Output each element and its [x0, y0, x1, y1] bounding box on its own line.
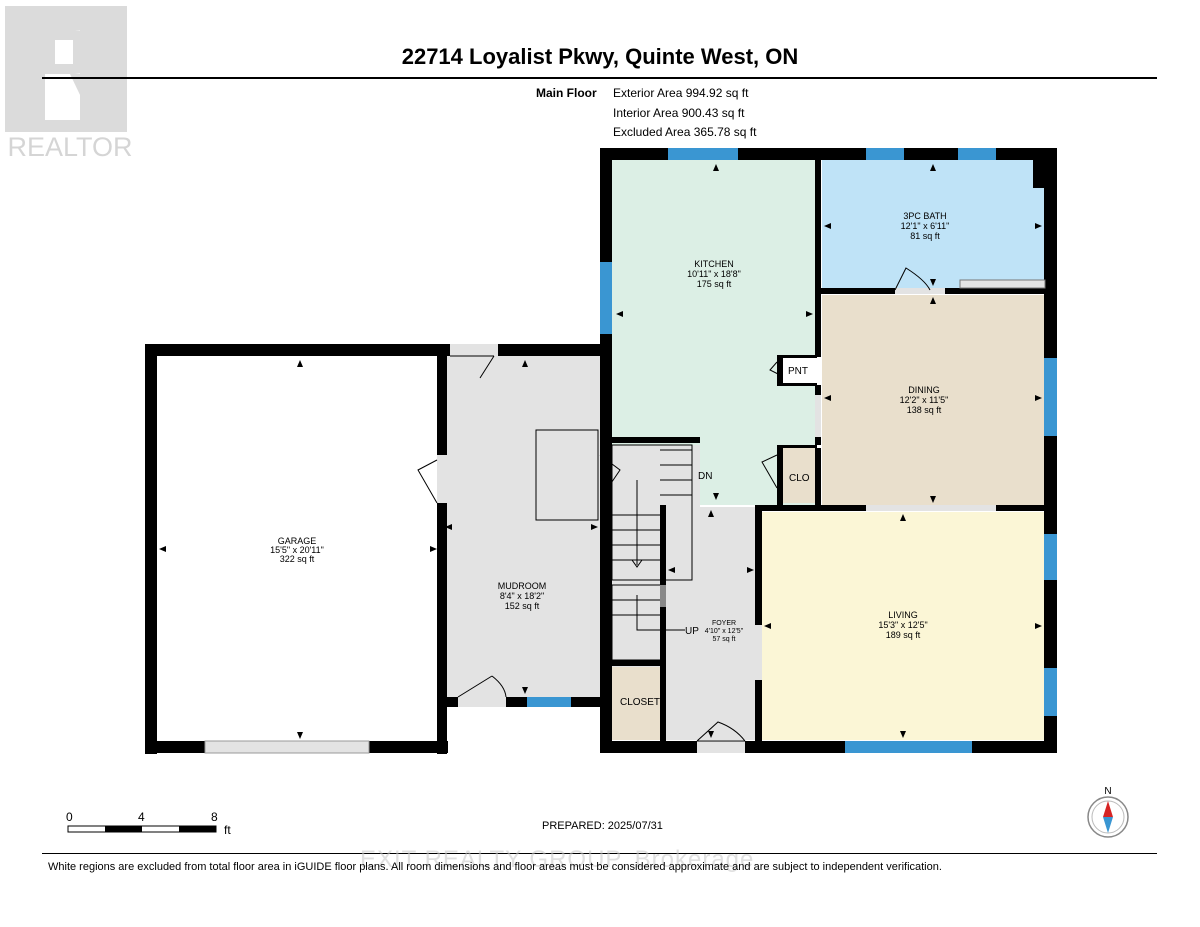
room-dims: 12'2" x 11'5"	[900, 395, 949, 405]
title-divider	[42, 77, 1157, 79]
room-name: 3PC BATH	[903, 211, 946, 221]
doorway	[866, 505, 996, 511]
room-label-bath: 3PC BATH 12'1" x 6'11" 81 sq ft	[901, 211, 950, 241]
room-dims: 12'1" x 6'11"	[901, 221, 950, 231]
room-dims: 10'11" x 18'8"	[687, 269, 741, 279]
room-area: 322 sq ft	[280, 554, 315, 564]
compass-north-label: N	[1104, 786, 1111, 797]
room-label-kitchen: KITCHEN 10'11" x 18'8" 175 sq ft	[687, 259, 741, 289]
closet-label: CLOSET	[620, 697, 660, 708]
page-title: 22714 Loyalist Pkwy, Quinte West, ON	[401, 44, 799, 69]
doorway	[959, 279, 1046, 289]
room-name: MUDROOM	[498, 581, 547, 591]
footnote: White regions are excluded from total fl…	[48, 861, 942, 873]
living-fill	[762, 512, 1045, 740]
doorway	[755, 625, 762, 680]
dining-fill	[822, 295, 1045, 507]
doorway	[437, 455, 447, 503]
pantry-fill	[782, 357, 817, 385]
compass-icon: N	[1087, 786, 1129, 838]
room-area: 138 sq ft	[907, 405, 942, 415]
scale-unit: ft	[224, 823, 231, 837]
room-dims: 4'10" x 12'5"	[705, 628, 744, 635]
stair-post	[660, 585, 666, 607]
clo-fill	[782, 448, 817, 503]
room-label-living: LIVING 15'3" x 12'5" 189 sq ft	[878, 610, 927, 640]
doorway	[895, 288, 945, 294]
prepared-date: PREPARED: 2025/07/31	[542, 820, 663, 832]
room-name: FOYER	[712, 620, 736, 627]
room-name: GARAGE	[278, 536, 317, 546]
dimension-arrows	[159, 164, 1042, 739]
mudroom-fill	[442, 355, 602, 698]
room-label-foyer: FOYER 4'10" x 12'5" 57 sq ft	[705, 620, 744, 643]
stairs-down-label: DN	[698, 471, 712, 482]
room-name: DINING	[908, 385, 940, 395]
pantry-label: PNT	[788, 366, 808, 377]
realtor-logo-text: REALTOR	[7, 132, 132, 162]
doorway	[815, 395, 821, 437]
garage-fill	[155, 355, 442, 743]
doorway	[450, 344, 498, 356]
room-label-dining: DINING 12'2" x 11'5" 138 sq ft	[900, 385, 949, 415]
interior-area: Interior Area 900.43 sq ft	[613, 106, 745, 120]
room-area: 57 sq ft	[713, 636, 736, 643]
closet-fill	[612, 667, 662, 740]
scale-label-4: 4	[138, 810, 145, 824]
garage-door	[204, 740, 370, 754]
room-label-garage: GARAGE 15'5" x 20'11" 322 sq ft	[270, 536, 324, 564]
room-name: LIVING	[888, 610, 918, 620]
scale-bar: 0 4 8 ft	[66, 810, 231, 837]
room-area: 189 sq ft	[886, 630, 921, 640]
clo-label: CLO	[789, 473, 810, 484]
room-name: KITCHEN	[694, 259, 734, 269]
windows	[527, 148, 1057, 753]
room-area: 175 sq ft	[697, 279, 732, 289]
stairs-up-label: UP	[685, 626, 699, 637]
room-label-mudroom: MUDROOM 8'4" x 18'2" 152 sq ft	[498, 581, 547, 611]
stairs	[611, 444, 693, 661]
scale-label-0: 0	[66, 810, 73, 824]
room-dims: 8'4" x 18'2"	[500, 591, 544, 601]
doorway	[458, 697, 506, 707]
mudroom-bench	[535, 429, 599, 521]
doorway	[697, 741, 745, 753]
room-area: 152 sq ft	[505, 601, 540, 611]
scale-label-8: 8	[211, 810, 218, 824]
realtor-logo: REALTOR	[5, 6, 133, 162]
room-dims: 15'3" x 12'5"	[878, 620, 927, 630]
floor-label: Main Floor	[536, 86, 597, 100]
room-dims: 15'5" x 20'11"	[270, 545, 324, 555]
room-area: 81 sq ft	[910, 231, 940, 241]
brokerage-watermark: EXIT REALTY GROUP, Brokerage	[360, 846, 755, 873]
footer-divider	[42, 853, 1157, 854]
door-swings	[417, 267, 931, 742]
bath-fill	[822, 160, 1045, 290]
excluded-area: Excluded Area 365.78 sq ft	[613, 125, 757, 139]
exterior-area: Exterior Area 994.92 sq ft	[613, 86, 749, 100]
